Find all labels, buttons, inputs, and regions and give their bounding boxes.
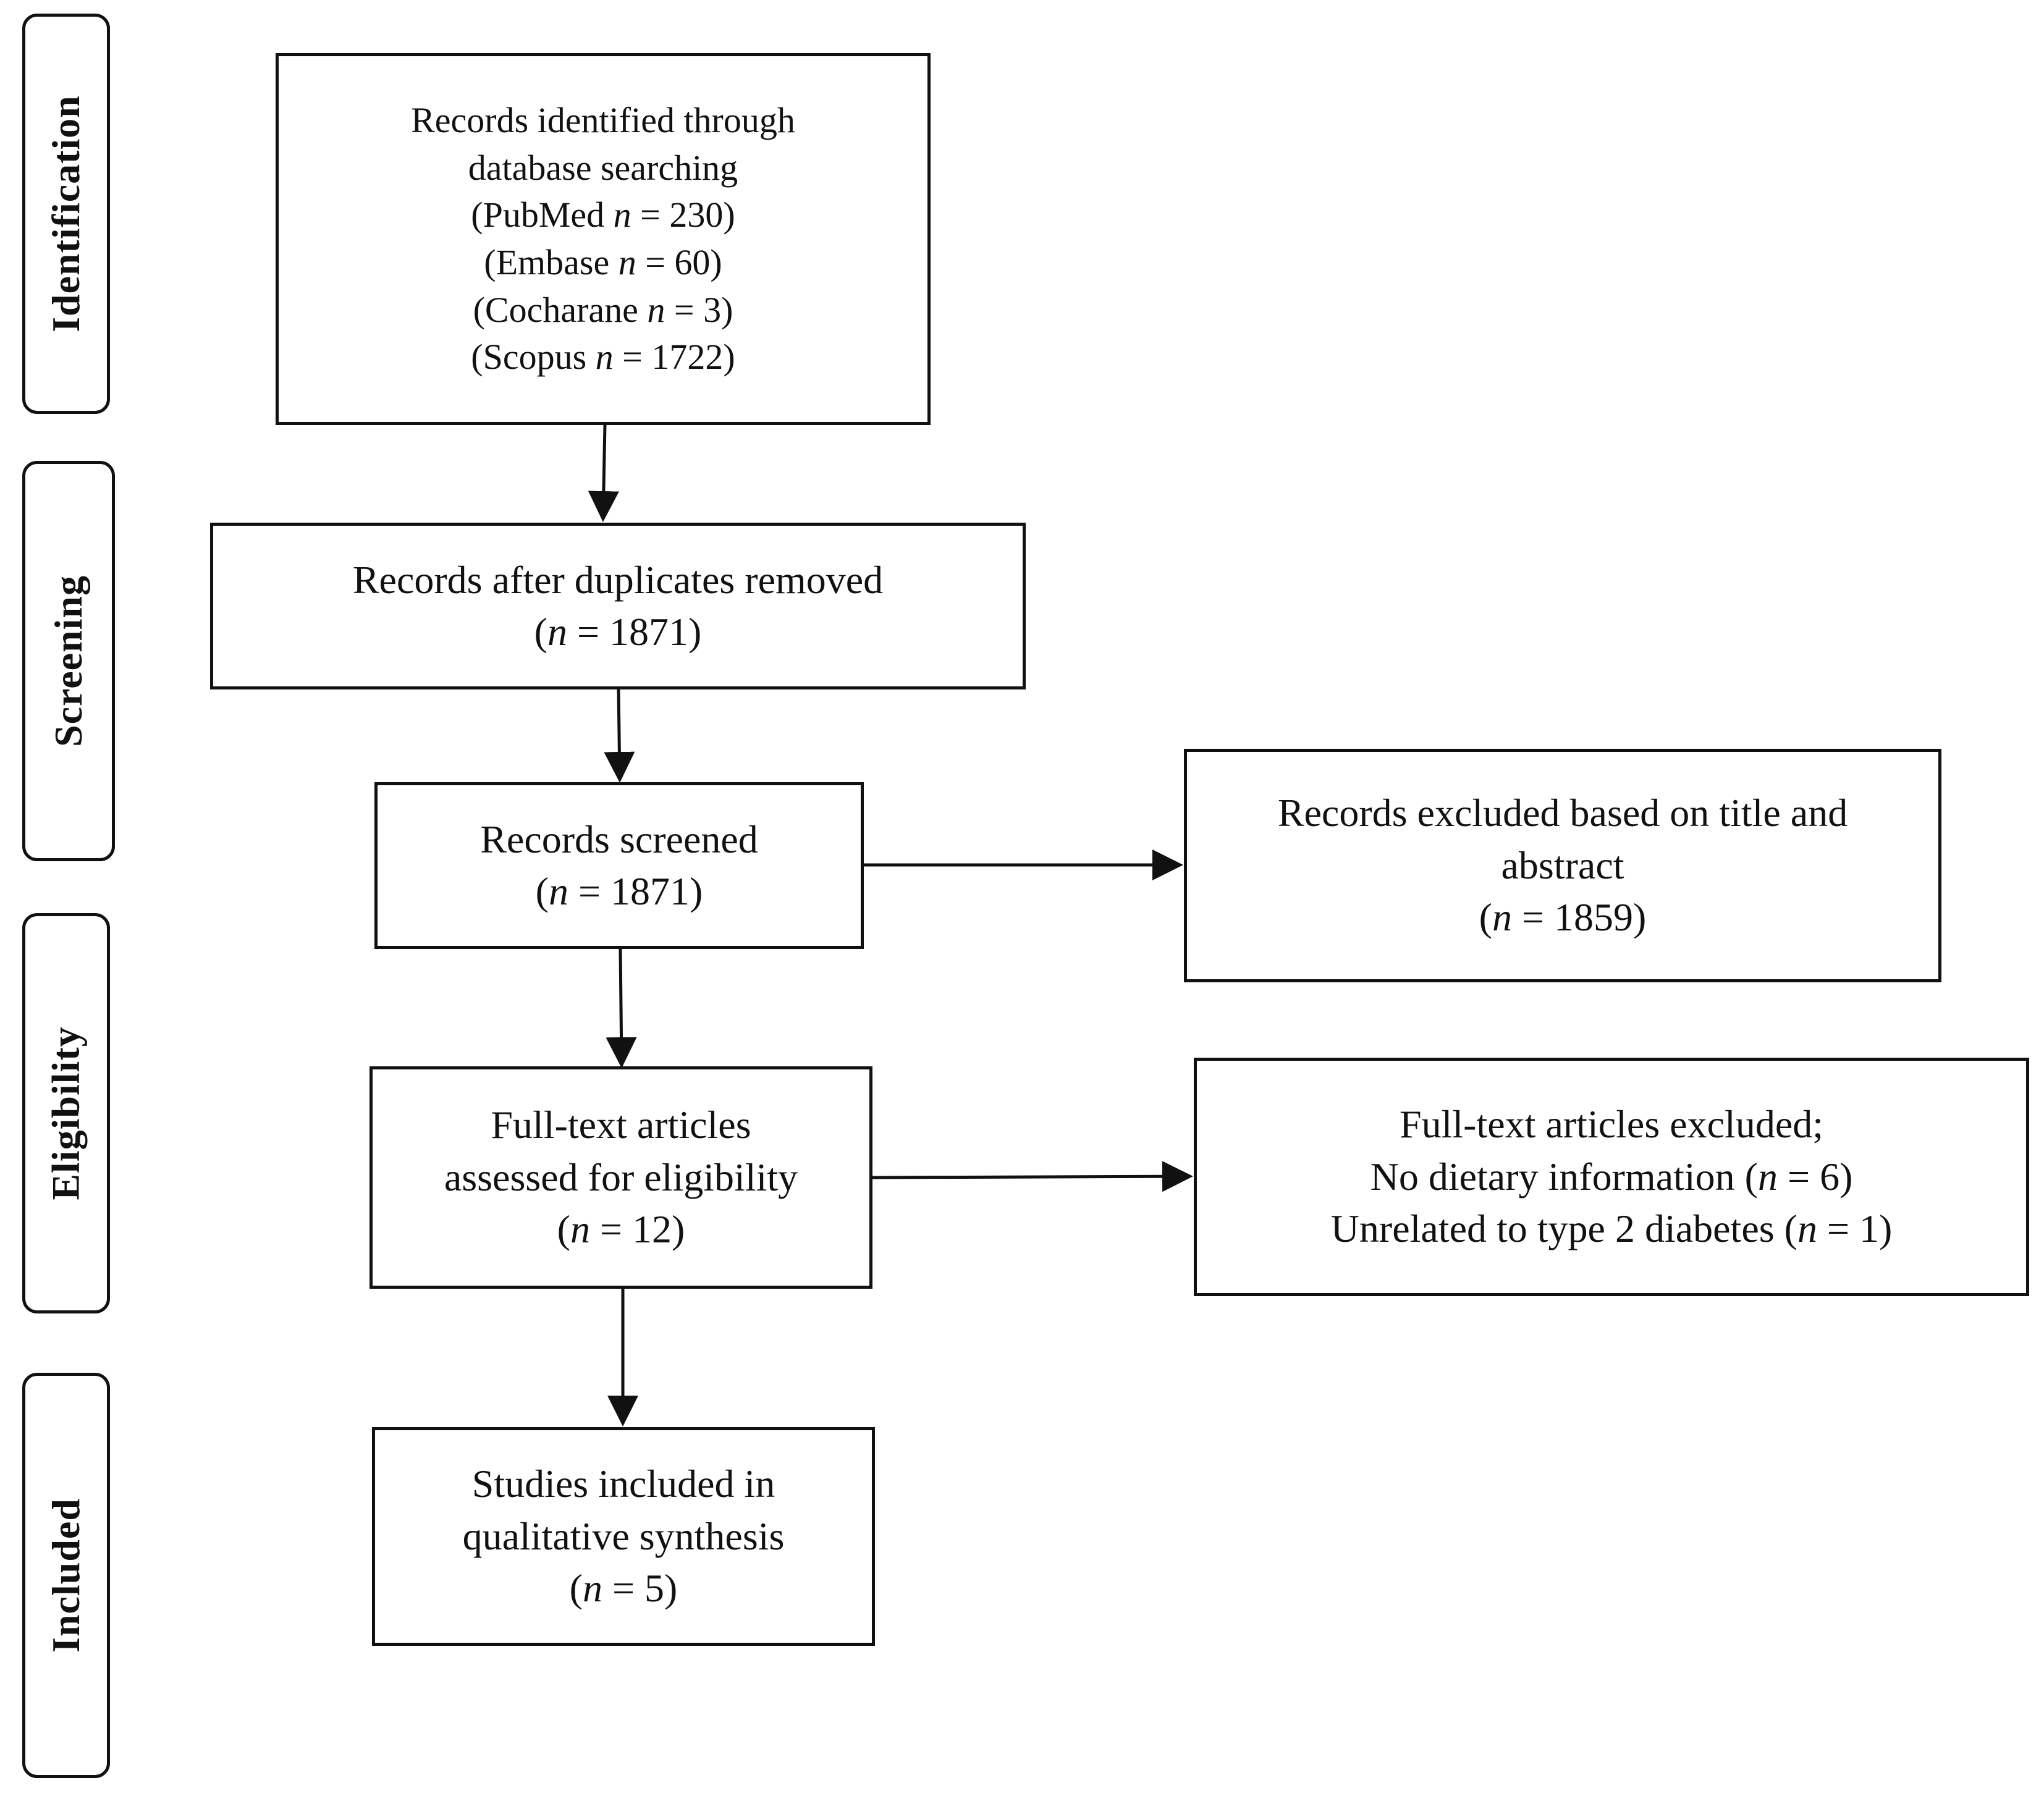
n-symbol: n bbox=[595, 337, 614, 377]
source-embase-value: = 60) bbox=[645, 242, 722, 282]
n-symbol: n bbox=[618, 242, 636, 282]
arrow-identified-to-duplicates bbox=[588, 424, 619, 522]
source-cochrane-name: (Cocharane bbox=[473, 289, 638, 330]
source-scopus-value: = 1722) bbox=[622, 337, 735, 377]
reason-unrelated-value: = 1) bbox=[1827, 1207, 1893, 1251]
source-scopus: (Scopus n = 1722) bbox=[471, 334, 735, 381]
screened-value: = 1871) bbox=[578, 869, 703, 913]
source-pubmed: (PubMed n = 230) bbox=[471, 192, 735, 239]
included-count: (n = 5) bbox=[570, 1562, 678, 1614]
paren-open: ( bbox=[535, 869, 549, 913]
reason-unrelated: Unrelated to type 2 diabetes (n = 1) bbox=[1331, 1203, 1893, 1255]
n-symbol: n bbox=[1492, 895, 1512, 940]
included-line-1: Studies included in bbox=[471, 1462, 775, 1506]
box-records-identified: Records identified through database sear… bbox=[276, 53, 931, 425]
source-pubmed-value: = 230) bbox=[640, 195, 735, 235]
source-scopus-name: (Scopus bbox=[471, 337, 587, 377]
fulltext-line-1: Full-text articles bbox=[491, 1103, 751, 1147]
source-embase-name: (Embase bbox=[484, 242, 610, 282]
reason-no-dietary-value: = 6) bbox=[1787, 1154, 1853, 1199]
fulltext-count: (n = 12) bbox=[557, 1203, 685, 1255]
stage-screening: Screening bbox=[22, 461, 115, 861]
excluded-line-2: abstract bbox=[1501, 843, 1624, 887]
arrow-screened-to-fulltext bbox=[606, 948, 637, 1068]
paren-open: ( bbox=[534, 610, 547, 654]
n-symbol: n bbox=[647, 289, 665, 330]
paren-open: ( bbox=[557, 1207, 570, 1252]
n-symbol: n bbox=[1757, 1154, 1778, 1199]
stage-eligibility: Eligibility bbox=[22, 913, 110, 1313]
stage-identification: Identification bbox=[22, 14, 110, 414]
source-cochrane: (Cocharane n = 3) bbox=[473, 287, 733, 334]
paren-open: ( bbox=[1479, 895, 1492, 940]
reason-unrelated-text: Unrelated to type 2 diabetes ( bbox=[1330, 1207, 1797, 1251]
n-symbol: n bbox=[1797, 1207, 1817, 1251]
source-pubmed-name: (PubMed bbox=[471, 195, 605, 235]
box-fulltext-excluded: Full-text articles excluded; No dietary … bbox=[1194, 1058, 2029, 1296]
identified-line-1: Records identified through bbox=[411, 100, 795, 141]
fulltext-excluded-line-1: Full-text articles excluded; bbox=[1400, 1102, 1823, 1147]
reason-no-dietary-text: No dietary information ( bbox=[1370, 1154, 1758, 1199]
stage-eligibility-label: Eligibility bbox=[44, 1026, 88, 1200]
arrow-duplicates-to-screened bbox=[604, 689, 635, 783]
duplicates-line-1: Records after duplicates removed bbox=[352, 557, 884, 602]
included-value: = 5) bbox=[612, 1566, 678, 1611]
box-records-screened: Records screened (n = 1871) bbox=[374, 782, 864, 949]
n-symbol: n bbox=[548, 869, 568, 913]
duplicates-value: = 1871) bbox=[576, 610, 702, 654]
box-records-excluded: Records excluded based on title and abst… bbox=[1184, 749, 1941, 982]
reason-no-dietary: No dietary information (n = 6) bbox=[1370, 1151, 1853, 1203]
stage-included: Included bbox=[22, 1373, 110, 1778]
box-fulltext-assessed: Full-text articles assessed for eligibil… bbox=[370, 1066, 872, 1289]
stage-screening-label: Screening bbox=[46, 575, 90, 748]
box-duplicates-removed: Records after duplicates removed (n = 18… bbox=[210, 523, 1026, 689]
source-embase: (Embase n = 60) bbox=[484, 239, 722, 287]
arrow-fulltext-to-excluded bbox=[872, 1161, 1193, 1192]
screened-line-1: Records screened bbox=[480, 817, 758, 861]
fulltext-value: = 12) bbox=[599, 1207, 685, 1252]
n-symbol: n bbox=[547, 610, 567, 654]
n-symbol: n bbox=[570, 1207, 590, 1252]
excluded-count: (n = 1859) bbox=[1479, 891, 1647, 943]
stage-identification-label: Identification bbox=[44, 95, 88, 332]
paren-open: ( bbox=[569, 1566, 583, 1611]
n-symbol: n bbox=[613, 195, 631, 235]
n-symbol: n bbox=[582, 1566, 602, 1611]
screened-count: (n = 1871) bbox=[536, 866, 703, 917]
included-line-2: qualitative synthesis bbox=[462, 1514, 785, 1558]
stage-included-label: Included bbox=[44, 1498, 88, 1653]
excluded-value: = 1859) bbox=[1521, 895, 1647, 940]
source-cochrane-value: = 3) bbox=[674, 289, 733, 330]
excluded-line-1: Records excluded based on title and bbox=[1277, 791, 1848, 835]
duplicates-count: (n = 1871) bbox=[534, 606, 702, 658]
identified-line-2: database searching bbox=[468, 147, 738, 188]
box-studies-included: Studies included in qualitative synthesi… bbox=[372, 1427, 875, 1646]
fulltext-line-2: assessed for eligibility bbox=[444, 1155, 798, 1199]
